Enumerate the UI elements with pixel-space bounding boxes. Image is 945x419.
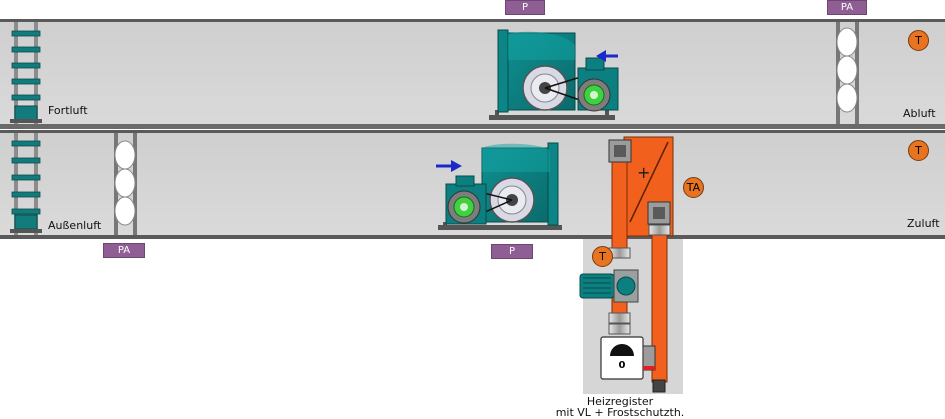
exhaust-temp-badge[interactable]: T — [908, 30, 929, 51]
filter-icon[interactable] — [114, 133, 137, 235]
pressure-alarm-badge-top[interactable]: PA — [827, 0, 867, 15]
heater-caption-line1: Heizregister — [586, 395, 654, 408]
motor-icon[interactable] — [577, 57, 619, 112]
pump-icon[interactable] — [579, 269, 639, 303]
heater-temp-badge[interactable]: T — [592, 246, 613, 267]
airflow-arrow-icon — [436, 160, 462, 172]
coil-plus-label: + — [637, 163, 650, 182]
sensor-icon[interactable] — [608, 139, 632, 163]
heater-caption: Heizregister mit VL + Frostschutzth. — [550, 396, 690, 418]
supply-air-label: Zuluft — [907, 217, 940, 230]
heater-caption-line2: mit VL + Frostschutzth. — [555, 406, 685, 419]
pressure-badge-top[interactable]: P — [505, 0, 545, 15]
exhaust-duct — [0, 19, 945, 129]
pressure-alarm-badge-bottom[interactable]: PA — [103, 243, 145, 258]
fan-icon[interactable] — [438, 142, 562, 230]
exhaust-outlet-label: Fortluft — [48, 104, 88, 117]
valve-position-value: 0 — [618, 360, 626, 371]
sensor-icon[interactable] — [647, 201, 671, 225]
frost-thermostat-badge[interactable]: TA — [683, 177, 704, 198]
exhaust-inlet-label: Abluft — [903, 107, 936, 120]
pressure-badge-bottom[interactable]: P — [491, 244, 533, 259]
supply-temp-badge[interactable]: T — [908, 140, 929, 161]
damper-icon[interactable] — [10, 133, 42, 235]
damper-icon[interactable] — [10, 22, 42, 124]
fan-icon[interactable] — [489, 29, 615, 120]
filter-icon[interactable] — [836, 22, 859, 124]
outside-air-label: Außenluft — [48, 219, 102, 232]
valve-icon[interactable] — [600, 336, 656, 380]
motor-icon[interactable] — [445, 175, 487, 225]
airflow-arrow-icon — [596, 50, 618, 62]
